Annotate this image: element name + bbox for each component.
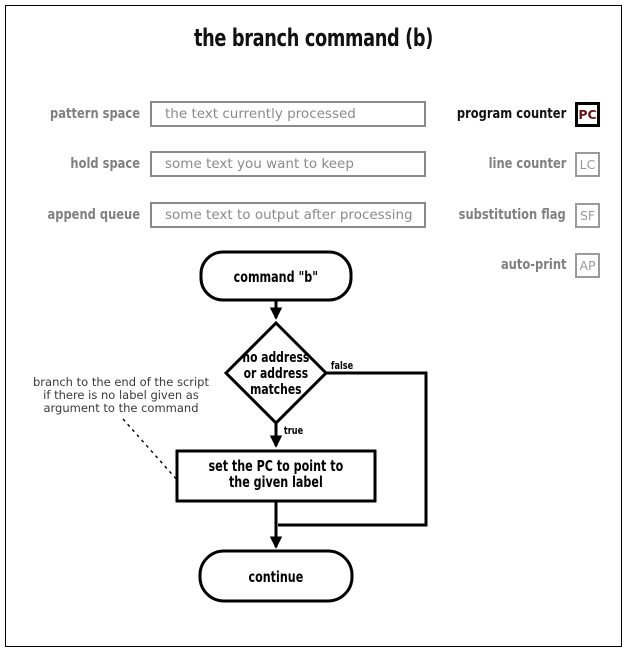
register-label: append queue <box>47 207 140 223</box>
append-queue-input[interactable]: some text to output after processing <box>150 202 426 228</box>
flow-node-start[interactable]: command "b" <box>199 250 353 302</box>
annotation-line2: if there is no label given as <box>43 388 199 402</box>
register-row-pattern-space: pattern space the text currently process… <box>20 100 441 128</box>
flow-node-decision-line1: no address <box>242 350 309 366</box>
flow-node-process-line2: the given label <box>229 474 323 491</box>
flow-node-decision-line2: or address <box>244 366 309 382</box>
register-label: pattern space <box>50 106 140 122</box>
page-title: the branch command (b) <box>193 24 434 52</box>
edge-label-true: true <box>284 425 303 437</box>
hold-space-input[interactable]: some text you want to keep <box>150 151 426 177</box>
edge-false-path <box>278 371 428 527</box>
flag-row-substitution-flag: substitution flag SF <box>444 201 600 229</box>
line-counter-box[interactable]: LC <box>575 151 600 177</box>
flow-node-start-label: command "b" <box>234 269 318 286</box>
annotation-line3: argument to the command <box>43 401 198 415</box>
pattern-space-input[interactable]: the text currently processed <box>150 101 426 127</box>
register-value: some text you want to keep <box>165 156 354 172</box>
page-border <box>5 5 622 647</box>
substitution-flag-box[interactable]: SF <box>575 202 600 228</box>
register-value: some text to output after processing <box>165 207 413 223</box>
flag-row-auto-print: auto-print AP <box>492 251 600 279</box>
flow-node-process[interactable]: set the PC to point to the given label <box>175 449 377 503</box>
flow-node-end[interactable]: continue <box>198 549 354 603</box>
register-value: the text currently processed <box>165 106 356 122</box>
annotation-branch-note: branch to the end of the script if there… <box>33 375 209 482</box>
flag-label: program counter <box>456 106 566 122</box>
register-row-hold-space: hold space some text you want to keep <box>20 150 441 178</box>
flag-row-program-counter: program counter PC <box>442 100 600 128</box>
flow-node-decision[interactable]: no address or address matches <box>223 320 329 426</box>
auto-print-box[interactable]: AP <box>575 252 600 278</box>
flag-label: auto-print <box>500 257 566 273</box>
flow-node-process-line1: set the PC to point to <box>209 458 344 475</box>
edge-label-false: false <box>331 360 353 372</box>
annotation-leader-line <box>122 418 179 482</box>
flag-label: line counter <box>488 156 566 172</box>
flow-node-decision-line3: matches <box>250 382 301 398</box>
flow-node-end-label: continue <box>248 569 303 586</box>
flag-row-line-counter: line counter LC <box>478 150 600 178</box>
annotation-line1: branch to the end of the script <box>33 375 209 389</box>
flag-label: substitution flag <box>458 207 566 223</box>
register-label: hold space <box>70 156 140 172</box>
register-row-append-queue: append queue some text to output after p… <box>20 201 441 229</box>
program-counter-box[interactable]: PC <box>575 101 600 127</box>
